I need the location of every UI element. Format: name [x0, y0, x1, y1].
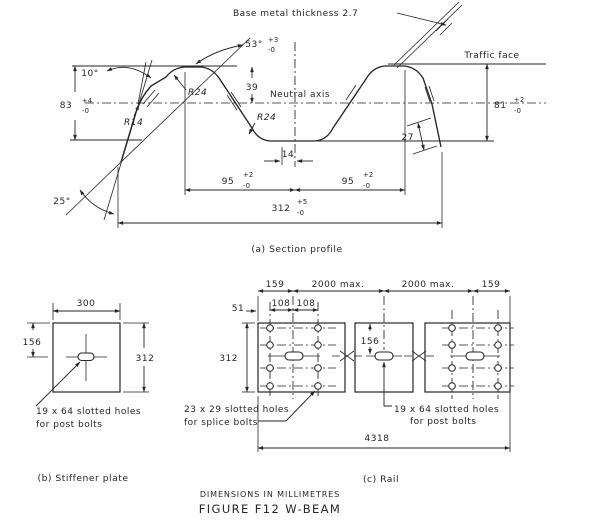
svg-text:312: 312 — [219, 354, 238, 364]
svg-text:-0: -0 — [363, 182, 370, 190]
angle-10-label: 10° — [81, 69, 98, 79]
svg-text:-0: -0 — [297, 209, 304, 217]
caption-a: (a) Section profile — [251, 244, 342, 255]
svg-text:312: 312 — [136, 354, 155, 364]
dim-27: 27 — [402, 117, 438, 155]
dim-156-plate: 156 — [23, 322, 50, 358]
svg-text:4318: 4318 — [365, 434, 390, 444]
svg-text:23 x 29 slotted holes: 23 x 29 slotted holes — [184, 405, 289, 415]
dim-95-left: 95 +2 -0 — [184, 72, 296, 195]
dim-156-rail: 156 — [361, 323, 380, 355]
dim-4318: 4318 — [257, 392, 511, 452]
radius-r14: R14 — [124, 104, 143, 128]
svg-text:+3: +3 — [268, 36, 278, 44]
svg-text:+2: +2 — [363, 171, 373, 179]
dim-39-label: 39 — [246, 83, 258, 93]
post-note: 19 x 64 slotted holes for post bolts — [382, 361, 499, 427]
svg-text:108: 108 — [272, 299, 291, 309]
section-profile: Neutral axis Base metal thickness 2.7 Tr… — [53, 1, 546, 255]
svg-text:156: 156 — [361, 337, 380, 347]
radius-r24-top: R24 — [173, 74, 207, 98]
svg-text:+2: +2 — [243, 171, 253, 179]
svg-text:2000 max.: 2000 max. — [312, 280, 365, 290]
svg-text:+4: +4 — [82, 97, 92, 105]
svg-text:R14: R14 — [124, 118, 143, 128]
svg-text:156: 156 — [23, 338, 42, 348]
svg-text:-0: -0 — [243, 182, 250, 190]
svg-text:R24: R24 — [188, 88, 207, 98]
svg-text:159: 159 — [482, 280, 501, 290]
svg-text:R24: R24 — [257, 113, 276, 123]
dim-81: 81 +2 -0 — [485, 63, 524, 142]
w-beam-outline — [120, 65, 442, 163]
neutral-axis-label: Neutral axis — [270, 90, 330, 100]
caption-c: (c) Rail — [363, 474, 399, 485]
svg-text:19 x 64 slotted holes: 19 x 64 slotted holes — [36, 407, 141, 417]
angle-53-dim: 53° +3 -0 — [65, 36, 278, 216]
svg-text:-0: -0 — [82, 107, 89, 115]
splice-note: 23 x 29 slotted holes for splice bolts — [184, 390, 316, 428]
plate-outline — [52, 322, 121, 393]
rail-center-lines — [260, 296, 514, 399]
svg-text:108: 108 — [297, 299, 316, 309]
plate-slot-note: 19 x 64 slotted holes for post bolts — [35, 361, 141, 430]
figure-footer: DIMENSIONS IN MILLIMETRES FIGURE F12 W-B… — [199, 490, 342, 516]
angle-25-label: 25° — [53, 197, 70, 207]
dim-300: 300 — [52, 299, 121, 320]
splice-bolt-holes — [266, 324, 502, 390]
angle-25-dim: 25° — [53, 189, 115, 215]
svg-text:2000 max.: 2000 max. — [402, 280, 455, 290]
svg-text:+2: +2 — [514, 96, 524, 104]
base-metal-callout: Base metal thickness 2.7 — [233, 1, 463, 69]
dim-39: 39 — [246, 66, 258, 104]
sheet-edge-double-line — [393, 1, 463, 69]
dim-81-label: 81 — [494, 101, 506, 111]
svg-text:for splice bolts: for splice bolts — [184, 418, 258, 428]
svg-text:312: 312 — [272, 204, 291, 214]
rail: 159 2000 max. 2000 max. 159 51 108 108 3… — [184, 280, 514, 485]
svg-text:300: 300 — [77, 299, 96, 309]
stiffener-plate: 300 156 312 19 x 64 slotted holes for po… — [23, 299, 155, 484]
plate-slot — [77, 352, 95, 362]
post-bolt-slots — [268, 351, 500, 361]
dim-14: 14 — [264, 147, 313, 165]
svg-text:-0: -0 — [268, 46, 275, 54]
figure-title: FIGURE F12 W-BEAM — [199, 502, 342, 516]
svg-text:19 x 64 slotted holes: 19 x 64 slotted holes — [394, 405, 499, 415]
angle-53-label: 53° — [245, 40, 262, 50]
dim-27-label: 27 — [402, 133, 414, 143]
units-note: DIMENSIONS IN MILLIMETRES — [200, 490, 340, 499]
svg-text:+5: +5 — [297, 198, 307, 206]
caption-b: (b) Stiffener plate — [38, 473, 129, 484]
svg-text:for post bolts: for post bolts — [36, 420, 102, 430]
rail-segment-right — [424, 322, 511, 393]
rail-top-dims: 159 2000 max. 2000 max. 159 — [257, 280, 511, 323]
svg-text:95: 95 — [342, 177, 354, 187]
sheet-edge-slashes — [435, 18, 453, 36]
dim-83: 83 +4 -0 — [60, 65, 92, 141]
svg-text:for post bolts: for post bolts — [410, 417, 476, 427]
dim-83-label: 83 — [60, 101, 72, 111]
svg-text:159: 159 — [266, 280, 285, 290]
break-symbols — [332, 350, 434, 362]
svg-text:51: 51 — [232, 304, 244, 314]
dim-312-plate: 312 — [123, 322, 155, 393]
rail-hole-dims: 51 108 108 — [232, 299, 319, 314]
svg-text:95: 95 — [222, 177, 234, 187]
base-metal-label: Base metal thickness 2.7 — [233, 9, 358, 19]
sheet-thickness-marks — [142, 84, 435, 111]
dim-312-rail: 312 — [219, 322, 255, 393]
svg-text:-0: -0 — [514, 107, 521, 115]
dim-14-label: 14 — [282, 150, 294, 160]
dim-95-right: 95 +2 -0 — [294, 70, 406, 195]
dim-312-profile: 312 +5 -0 — [117, 152, 443, 228]
traffic-face-label: Traffic face — [463, 51, 519, 61]
radius-r24-valley: R24 — [248, 113, 276, 135]
